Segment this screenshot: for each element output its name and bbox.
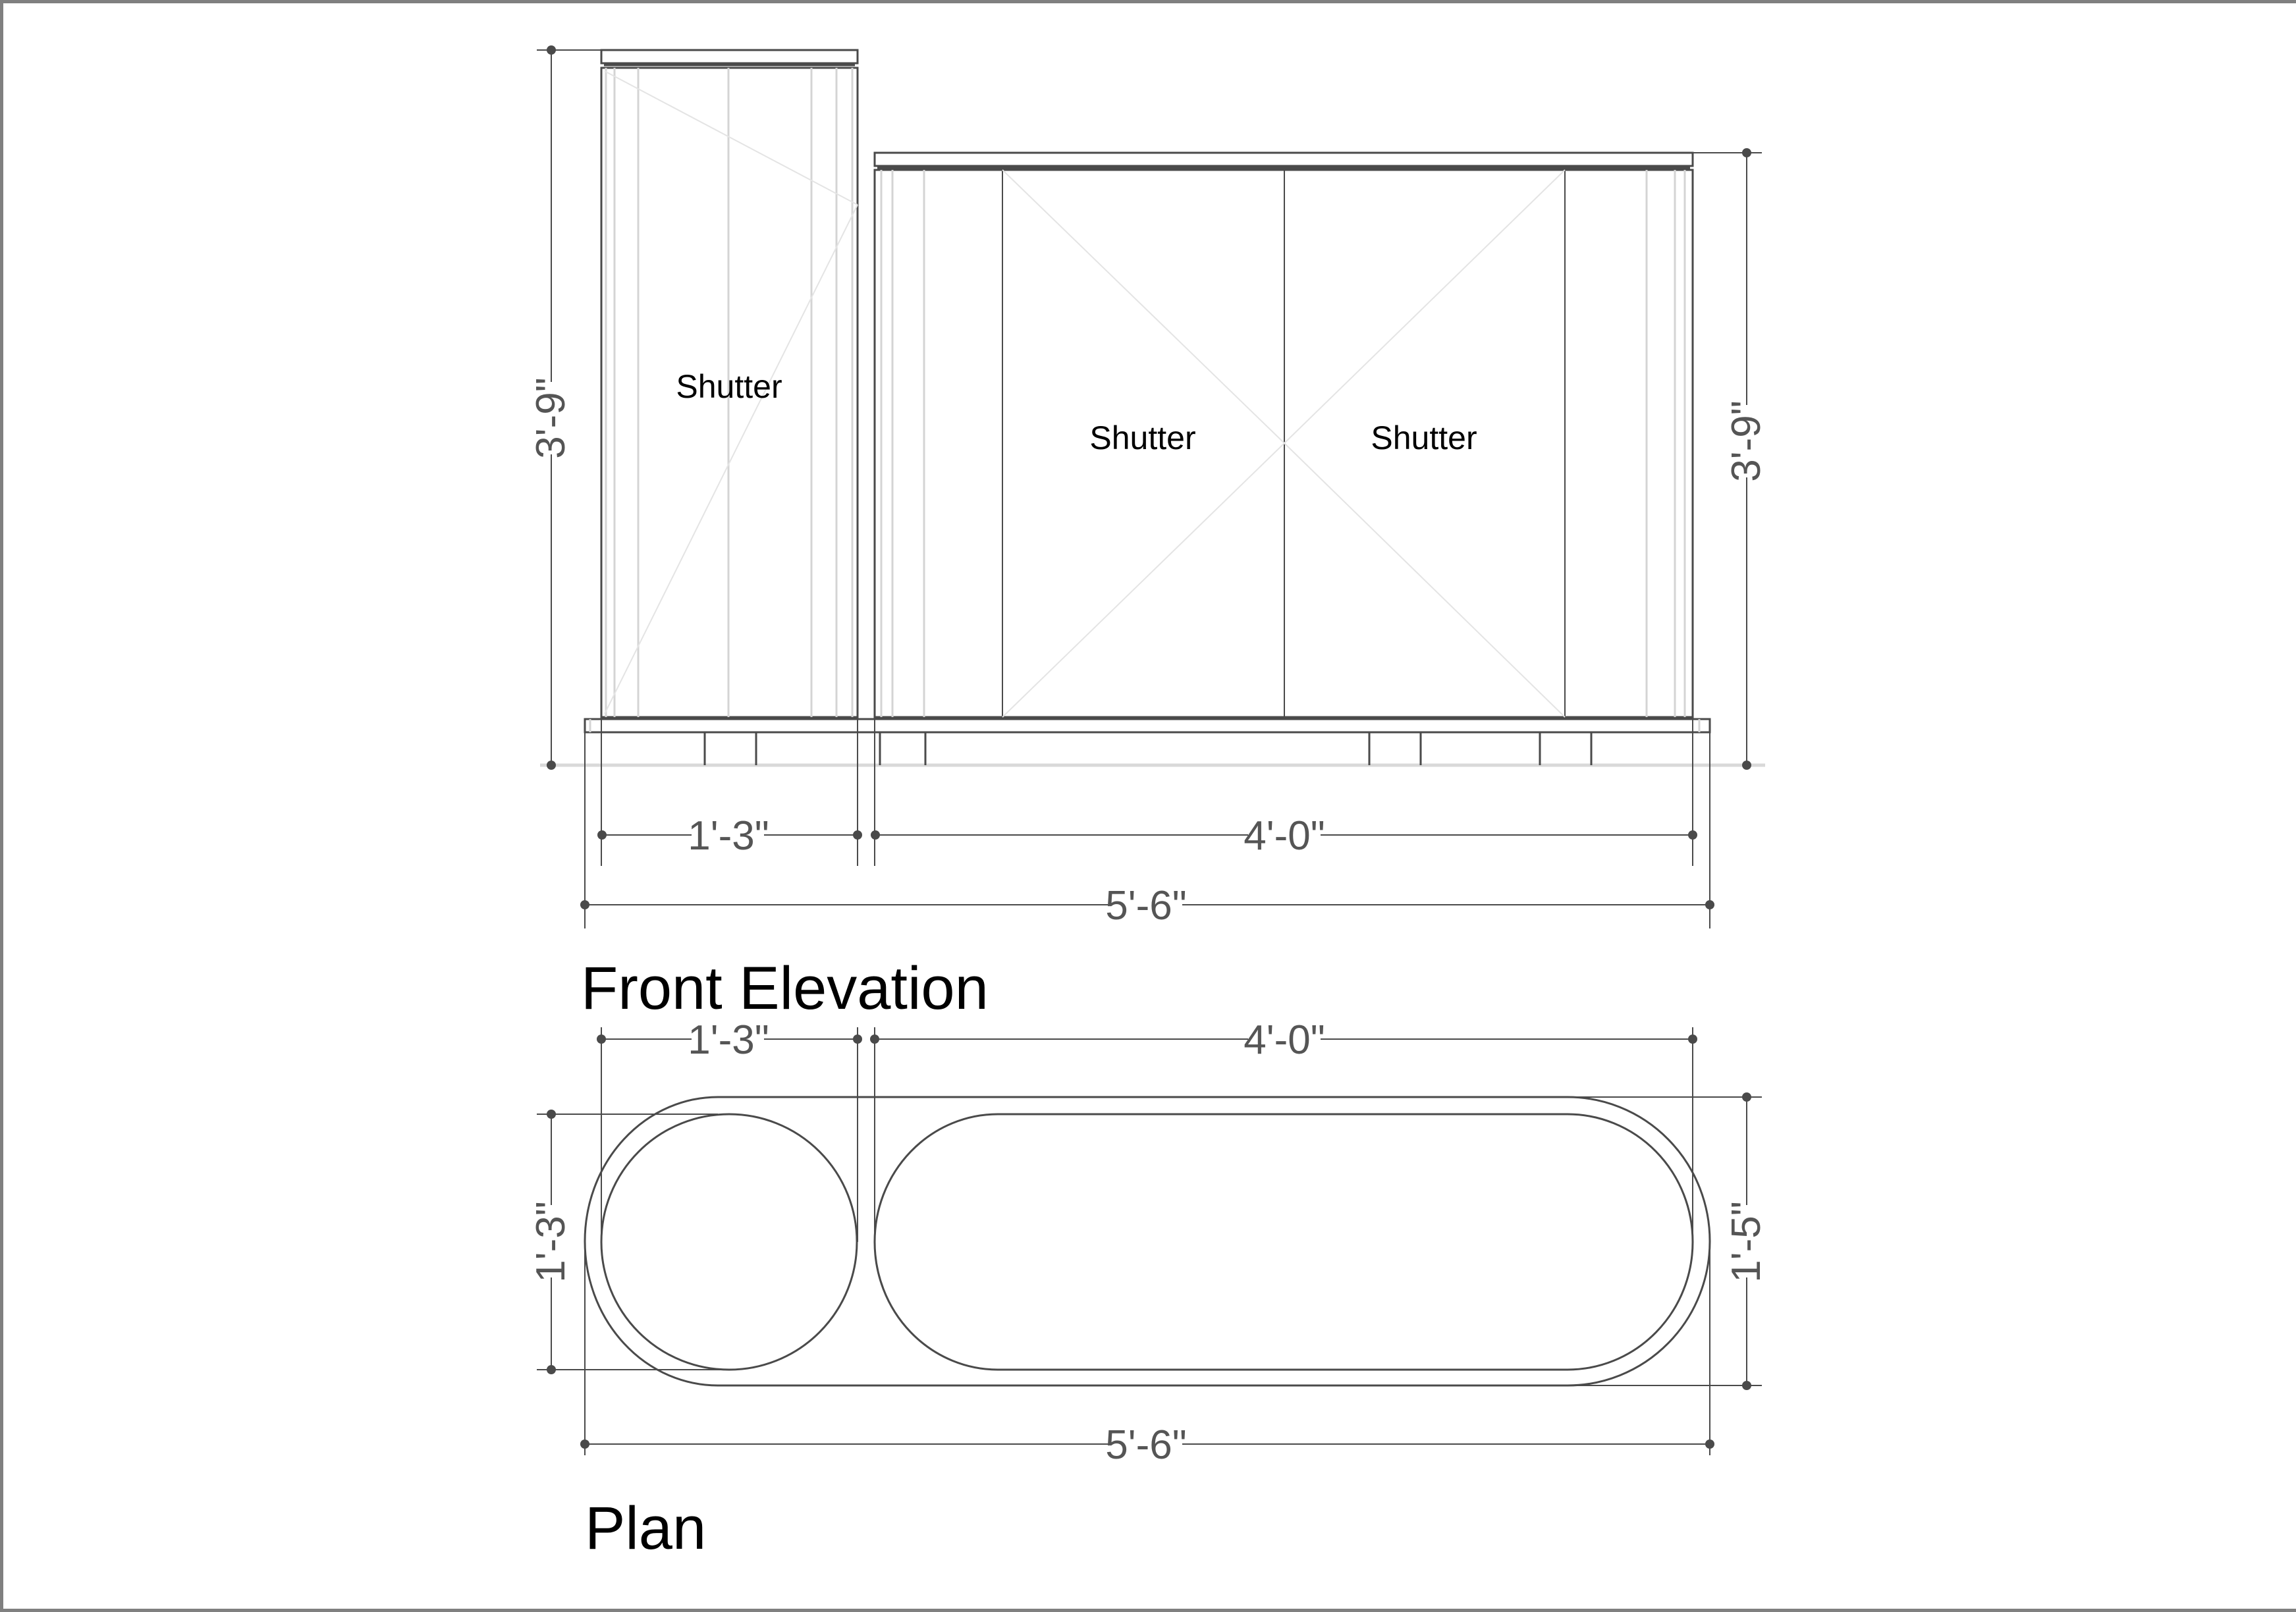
dim-label-left-height: 3'-9" — [528, 377, 574, 458]
left-cabinet: Shutter — [600, 49, 859, 718]
plan-outer-outline — [584, 1096, 1711, 1387]
dim-label-elev-left-width: 1'-3" — [688, 813, 769, 859]
dim-label-plan-overall-depth: 1'-5" — [1724, 1201, 1769, 1282]
shutter-label-center-left: Shutter — [1089, 419, 1195, 456]
plan-left-cabinet — [600, 1113, 858, 1371]
dim-plan-widths: 1'-3" 4'-0" — [597, 1017, 1697, 1063]
plan-title: Plan — [585, 1495, 707, 1562]
dim-plan-overall-depth: 1'-5" — [1724, 1092, 1769, 1390]
front-elevation: Shutter Shutter Shutter — [528, 45, 1769, 928]
dim-right-height: 3'-9" — [1693, 148, 1769, 770]
dim-label-plan-left-width: 1'-3" — [688, 1017, 769, 1063]
dim-label-elev-right-width: 4'-0" — [1244, 813, 1325, 859]
shutter-label-left: Shutter — [676, 368, 782, 405]
plan-right-cabinet — [873, 1113, 1694, 1371]
dim-plan-left-depth: 1'-3" — [528, 1110, 574, 1374]
right-cabinet: Shutter Shutter — [873, 151, 1694, 718]
dim-label-elev-overall-width: 5'-6" — [1105, 883, 1186, 928]
plan-view: 1'-3" 4'-0" 1'-3" 1'-5" — [528, 1017, 1769, 1468]
shutter-label-center-right: Shutter — [1371, 419, 1477, 456]
dim-label-right-height: 3'-9" — [1724, 400, 1769, 481]
dim-label-plan-overall-width: 5'-6" — [1105, 1422, 1186, 1468]
dim-elevation-widths: 1'-3" 4'-0" 5'-6" — [580, 813, 1714, 928]
plinth — [584, 718, 1711, 765]
dim-label-plan-right-width: 4'-0" — [1244, 1017, 1325, 1063]
dim-label-plan-left-depth: 1'-3" — [528, 1201, 574, 1282]
dim-left-height: 3'-9" — [528, 45, 601, 770]
elevation-title: Front Elevation — [581, 955, 989, 1022]
dim-plan-overall-width: 5'-6" — [580, 1422, 1714, 1468]
